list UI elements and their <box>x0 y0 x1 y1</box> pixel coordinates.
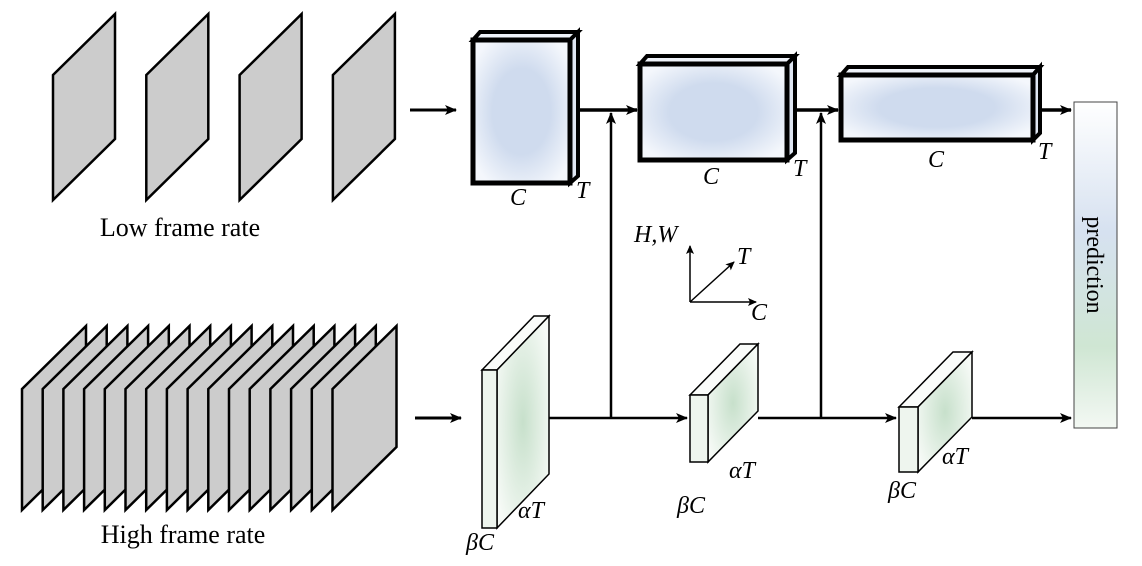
c-axis-label: C <box>751 300 768 326</box>
low-frame <box>145 11 210 203</box>
low-frame-rate-label: Low frame rate <box>100 213 260 242</box>
high-frame-rate-label: High frame rate <box>101 520 266 549</box>
axes-legend <box>686 245 757 306</box>
fast-block-3-channel: βC <box>887 478 917 504</box>
fast-block-3 <box>897 350 974 474</box>
slow-block-2-time: T <box>793 156 808 182</box>
high-frame-rate-frames <box>20 323 398 513</box>
slow-block-3 <box>836 61 1045 145</box>
fast-block-1 <box>480 314 551 530</box>
fast-block-1-time: αT <box>518 498 546 524</box>
t-axis-label: T <box>737 244 752 270</box>
slow-block-1 <box>468 27 583 188</box>
fast-block-2 <box>688 342 760 464</box>
slow-block-2-channel: C <box>703 164 720 190</box>
prediction-box <box>1073 101 1118 429</box>
prediction-label: prediction <box>1081 216 1107 313</box>
slow-block-2 <box>635 51 800 165</box>
low-frame-rate-frames <box>51 11 397 203</box>
fast-block-3-time: αT <box>942 444 970 470</box>
high-frame <box>331 323 398 513</box>
fast-block-2-channel: βC <box>676 493 706 519</box>
fast-block-2-time: αT <box>729 458 757 484</box>
low-frame <box>51 11 117 203</box>
hw-axis-label: H,W <box>633 222 679 248</box>
slow-block-1-channel: C <box>510 185 527 211</box>
t-axis <box>689 261 735 303</box>
low-frame <box>238 11 303 203</box>
slow-block-3-time: T <box>1038 139 1053 165</box>
fast-block-1-channel: βC <box>465 530 495 556</box>
slow-block-1-time: T <box>576 178 591 204</box>
slow-block-3-channel: C <box>928 147 945 173</box>
low-frame <box>331 11 397 203</box>
